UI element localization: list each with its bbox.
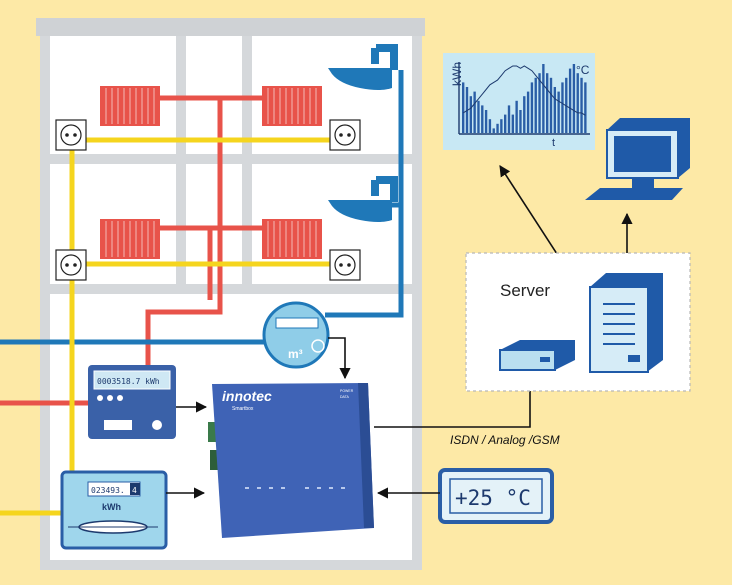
chart-bar xyxy=(549,77,553,133)
electricity-meter-display: 023493. xyxy=(91,486,125,495)
chart-bar xyxy=(473,91,476,133)
radiator-icon xyxy=(262,219,322,259)
chart-bar xyxy=(534,77,537,133)
chart-bar xyxy=(500,119,503,133)
chart-bar xyxy=(523,96,526,133)
chart-bar xyxy=(553,87,557,133)
room-top-middle xyxy=(186,36,242,154)
chart-bar xyxy=(484,110,488,133)
sink-tap-icon xyxy=(328,176,398,222)
chart-bar xyxy=(546,73,549,133)
electricity-meter: 023493. 4 kWh xyxy=(60,470,168,550)
chart-bar xyxy=(568,68,572,133)
chart-bar xyxy=(519,110,522,133)
temperature-line xyxy=(462,65,586,116)
server-label: Server xyxy=(500,281,550,300)
chart-bar xyxy=(584,82,587,133)
connection-type-label: ISDN / Analog /GSM xyxy=(450,433,560,447)
chart-y-label-right: °C xyxy=(576,63,590,77)
chart-bar xyxy=(557,91,560,133)
chart-bar xyxy=(504,114,507,133)
power-socket-icon xyxy=(329,119,361,151)
power-socket-icon xyxy=(55,119,87,151)
chart-bar xyxy=(477,100,480,133)
heat-meter-display: 0003518.7 kWh xyxy=(97,377,160,386)
chart-bar xyxy=(481,105,484,133)
chart-bar xyxy=(515,100,518,133)
chart-bar xyxy=(507,105,511,133)
chart-bar xyxy=(511,114,515,133)
radiator-icon xyxy=(262,86,322,126)
smartbox-device: innotec Smartbox POWER DATA xyxy=(208,383,374,538)
consumption-chart: kWh °C t xyxy=(443,53,595,150)
chart-bar xyxy=(462,82,465,133)
chart-bar xyxy=(465,87,469,133)
chart-bar xyxy=(488,119,492,133)
smartbox-status-data: DATA xyxy=(340,395,349,399)
room-thermostat: +25 °C xyxy=(438,468,554,524)
chart-bar xyxy=(572,64,576,133)
power-socket-icon xyxy=(329,249,361,281)
chart-bar xyxy=(526,91,530,133)
chart-bar xyxy=(538,73,541,133)
computer-icon xyxy=(585,118,690,200)
server-tower-icon xyxy=(589,273,663,373)
chart-bar xyxy=(496,123,499,133)
building-roof xyxy=(36,18,425,36)
chart-bar xyxy=(576,73,579,133)
chart-x-label: t xyxy=(552,137,555,149)
power-socket-icon xyxy=(55,249,87,281)
chart-bar xyxy=(469,96,473,133)
smartbox-status-power: POWER xyxy=(340,389,354,393)
chart-y-label: kWh xyxy=(450,62,464,86)
chart-bar xyxy=(561,82,564,133)
smartbox-model: Smartbox xyxy=(232,406,254,412)
thermostat-display: +25 °C xyxy=(455,486,531,510)
chart-bar xyxy=(542,64,545,133)
heat-meter: 0003518.7 kWh xyxy=(88,365,176,439)
smartbox-brand: innotec xyxy=(222,388,272,404)
sink-tap-icon xyxy=(328,44,398,90)
water-pipes xyxy=(0,70,404,345)
chart-bar xyxy=(530,82,534,133)
electricity-meter-unit: kWh xyxy=(102,502,121,512)
water-meter: m³ xyxy=(262,301,330,369)
radiator-icon xyxy=(100,86,160,126)
water-meter-unit: m³ xyxy=(288,347,303,361)
chart-bar xyxy=(580,77,583,133)
chart-bars xyxy=(462,64,587,133)
electricity-meter-decimal: 4 xyxy=(132,486,137,495)
radiator-icon xyxy=(100,219,160,259)
chart-bar xyxy=(492,128,495,133)
modem-icon xyxy=(499,340,575,371)
